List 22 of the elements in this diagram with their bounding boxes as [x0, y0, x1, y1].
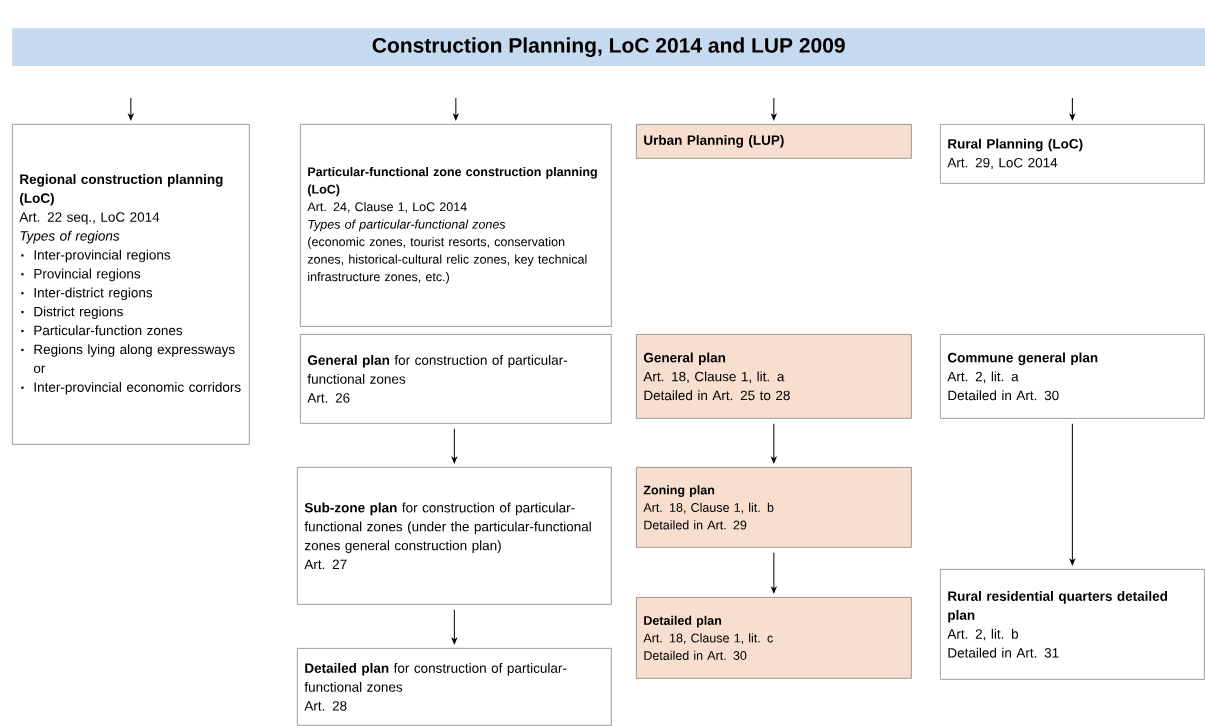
plan-box: Sub-zone plan for construction of particular-functional zones (under the particular-functional zones general construction plan) Art. 27: [297, 467, 612, 605]
arrow: [1069, 97, 1075, 121]
title-band: Construction Planning, LoC 2014 and LUP 2009: [12, 28, 1205, 67]
plan-box: General plan Art. 18, Clause 1, lit. a Detailed in Art. 25 to 28: [636, 334, 912, 419]
plan-box: Rural residential quarters detailed plan Art. 2, lit. b Detailed in Art. 31: [940, 569, 1205, 680]
arrow: [1069, 423, 1075, 566]
plan-box: General plan for construction of particular-functional zones Art. 26: [300, 334, 612, 424]
arrow: [771, 423, 777, 464]
arrow: [771, 97, 777, 121]
arrow: [128, 97, 134, 121]
arrow: [451, 609, 457, 645]
planning-box: Regional construction planning (LoC) Art. 22 seq., LoC 2014 Types of regions Inter-provincial regions Provincial regions Inter-district regions District regions Particular-function zones Regions lying along expressways or Inter-provincial economic corridors: [12, 124, 250, 445]
plan-box: Detailed plan Art. 18, Clause 1, lit. c Detailed in Art. 30: [636, 597, 912, 679]
arrow: [771, 552, 777, 594]
arrow: [451, 428, 457, 464]
planning-box: Rural Planning (LoC) Art. 29, LoC 2014: [940, 124, 1205, 184]
plan-box: Commune general plan Art. 2, lit. a Detailed in Art. 30: [940, 334, 1205, 419]
plan-box: Detailed plan for construction of particular-functional zones Art. 28: [297, 648, 612, 726]
plan-box: Zoning plan Art. 18, Clause 1, lit. b Detailed in Art. 29: [636, 467, 912, 548]
planning-box: Urban Planning (LUP): [636, 124, 912, 159]
arrow: [453, 97, 459, 121]
planning-box: Particular-functional zone construction planning (LoC) Art. 24, Clause 1, LoC 2014 Types of particular-functional zones (economic zones, tourist resorts, conservation zones, historical-cultural relic zones, key technical infrastructure zones, etc.): [300, 124, 612, 327]
